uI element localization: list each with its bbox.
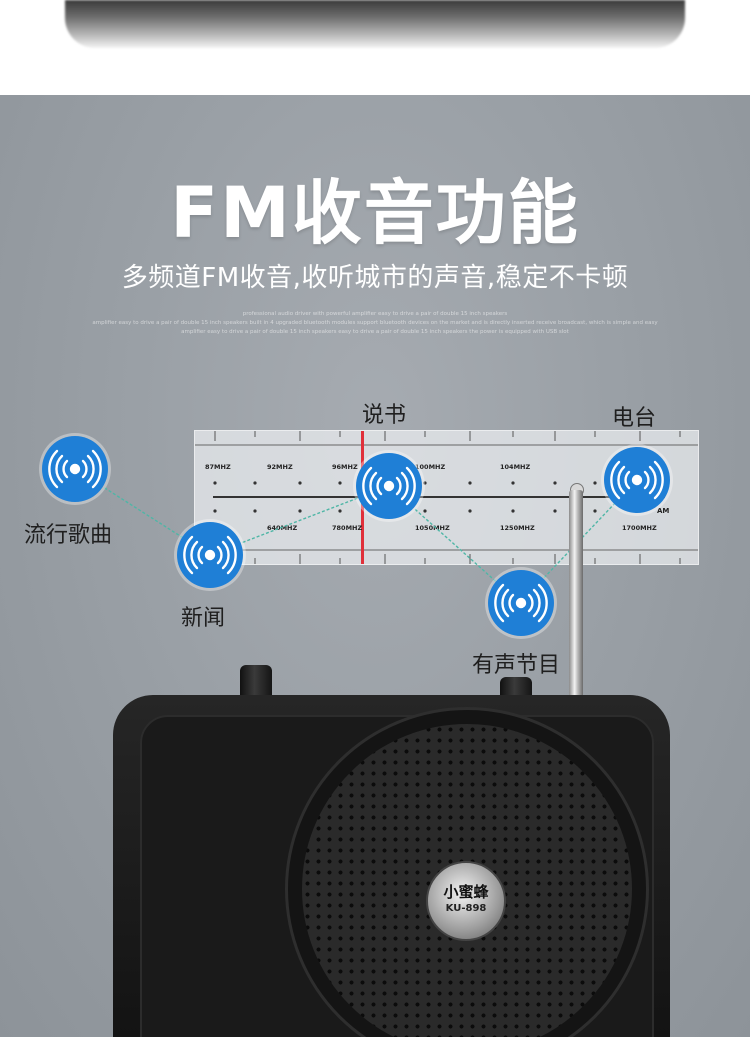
station-label-pop-music: 流行歌曲 [24,523,113,548]
am-band-label: AM [657,507,669,515]
fine-print-line: professional audio driver with powerful … [242,311,508,317]
am-mark: 1250MHZ [500,524,535,532]
radio-signal-icon [356,453,422,519]
am-mark: 1700MHZ [622,524,657,532]
fine-print-line: amplifier easy to drive a pair of double… [92,320,658,326]
fm-mark: 92MHZ [267,463,293,471]
antenna [569,490,583,712]
station-label-audio-programs: 有声节目 [472,653,561,678]
am-mark: 640MHZ [267,524,297,532]
brand-name: 小蜜蜂 [443,883,489,901]
fm-mark: 104MHZ [500,463,530,471]
headline: FM收音功能 [170,172,580,254]
previous-product-shadow [65,0,685,48]
fine-print-line: amplifier easy to drive a pair of double… [181,329,569,335]
fm-mark: 96MHZ [332,463,358,471]
model-number: KU-898 [445,903,487,914]
radio-signal-icon [488,570,554,636]
brand-badge: 小蜜蜂 KU-898 [426,861,506,941]
radio-signal-icon [604,447,670,513]
fm-feature-panel: FM收音功能 多频道FM收音,收听城市的声音,稳定不卡顿 professiona… [0,95,750,1037]
radio-signal-icon [177,522,243,588]
station-label-radio-station: 电台 [612,406,657,431]
station-label-storytelling: 说书 [362,403,407,428]
am-mark: 1050MHZ [415,524,450,532]
radio-signal-icon [42,436,108,502]
fm-mark: 87MHZ [205,463,231,471]
am-mark: 780MHZ [332,524,362,532]
fm-mark: 100MHZ [415,463,445,471]
subheadline: 多频道FM收音,收听城市的声音,稳定不卡顿 [121,263,629,293]
station-label-news: 新闻 [181,606,226,631]
